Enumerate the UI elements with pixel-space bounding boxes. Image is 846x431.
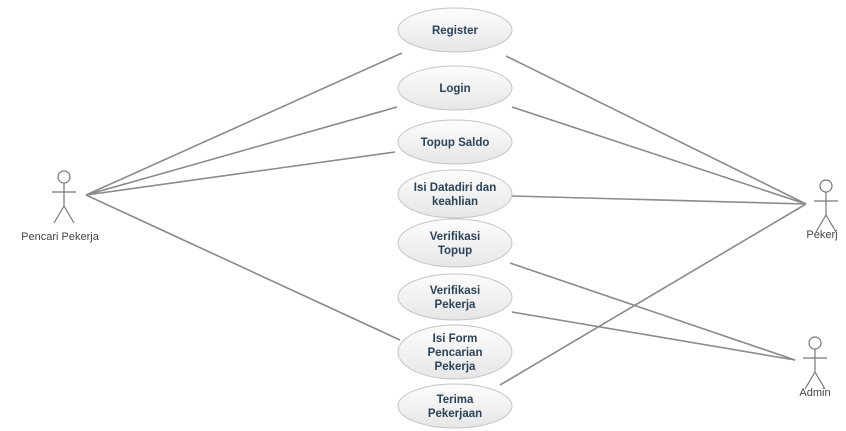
use-case-ellipse <box>397 324 513 380</box>
actor-pencari[interactable]: Pencari Pekerja <box>21 170 100 243</box>
use-case-label: Topup Saldo <box>421 137 490 149</box>
use-case-ellipse <box>397 119 513 165</box>
use-case-ellipse <box>397 218 513 268</box>
association-admin-verifikasi-topup <box>509 262 796 361</box>
association-pekerja-login <box>511 106 807 205</box>
association-pencari-register <box>85 52 403 196</box>
use-case-login[interactable]: Login <box>397 65 513 111</box>
actor-stick-figure-icon <box>803 336 827 390</box>
association-admin-verifikasi-pekerja <box>511 311 796 361</box>
association-pencari-topup-saldo <box>85 151 396 196</box>
use-case-label: Login <box>439 83 470 95</box>
use-case-label: Pekerja <box>435 361 477 373</box>
use-case-label: Terima <box>437 394 474 406</box>
use-case-ellipse <box>397 65 513 111</box>
actor-stick-figure-icon <box>814 179 838 233</box>
use-case-label: Isi Form <box>433 333 478 345</box>
use-case-label: Verifikasi <box>430 231 481 243</box>
use-case-label: Pekerja <box>435 299 477 311</box>
actor-label: Pencari Pekerja <box>21 231 100 243</box>
use-case-ellipse <box>397 7 513 53</box>
association-pekerja-isi-datadiri <box>511 195 807 205</box>
use-case-label: Verifikasi <box>430 285 481 297</box>
actor-label: Admin <box>799 387 830 399</box>
use-case-isi-datadiri[interactable]: Isi Datadiri dan keahlian <box>397 169 513 219</box>
actor-pekerja[interactable]: Pekerj <box>806 179 838 241</box>
use-case-ellipse <box>397 169 513 219</box>
association-pekerja-terima-pekerjaan <box>499 203 807 386</box>
use-case-label: Isi Datadiri dan <box>414 182 496 194</box>
association-pencari-login <box>85 106 398 196</box>
use-case-label: Topup <box>438 245 472 257</box>
associations-layer <box>85 52 807 386</box>
use-case-topup-saldo[interactable]: Topup Saldo <box>397 119 513 165</box>
actor-label: Pekerj <box>806 229 837 241</box>
association-pencari-isi-form <box>85 194 401 341</box>
use-case-ellipse <box>397 273 513 321</box>
association-pekerja-register <box>505 55 807 205</box>
use-case-label: keahlian <box>432 196 478 208</box>
use-case-register[interactable]: Register <box>397 7 513 53</box>
use-case-label: Pencarian <box>428 347 483 359</box>
use-case-label: Register <box>432 25 479 37</box>
actor-stick-figure-icon <box>52 170 76 224</box>
use-case-label: Pekerjaan <box>428 408 482 420</box>
use-case-ellipse <box>397 383 513 429</box>
actor-admin[interactable]: Admin <box>799 336 831 399</box>
